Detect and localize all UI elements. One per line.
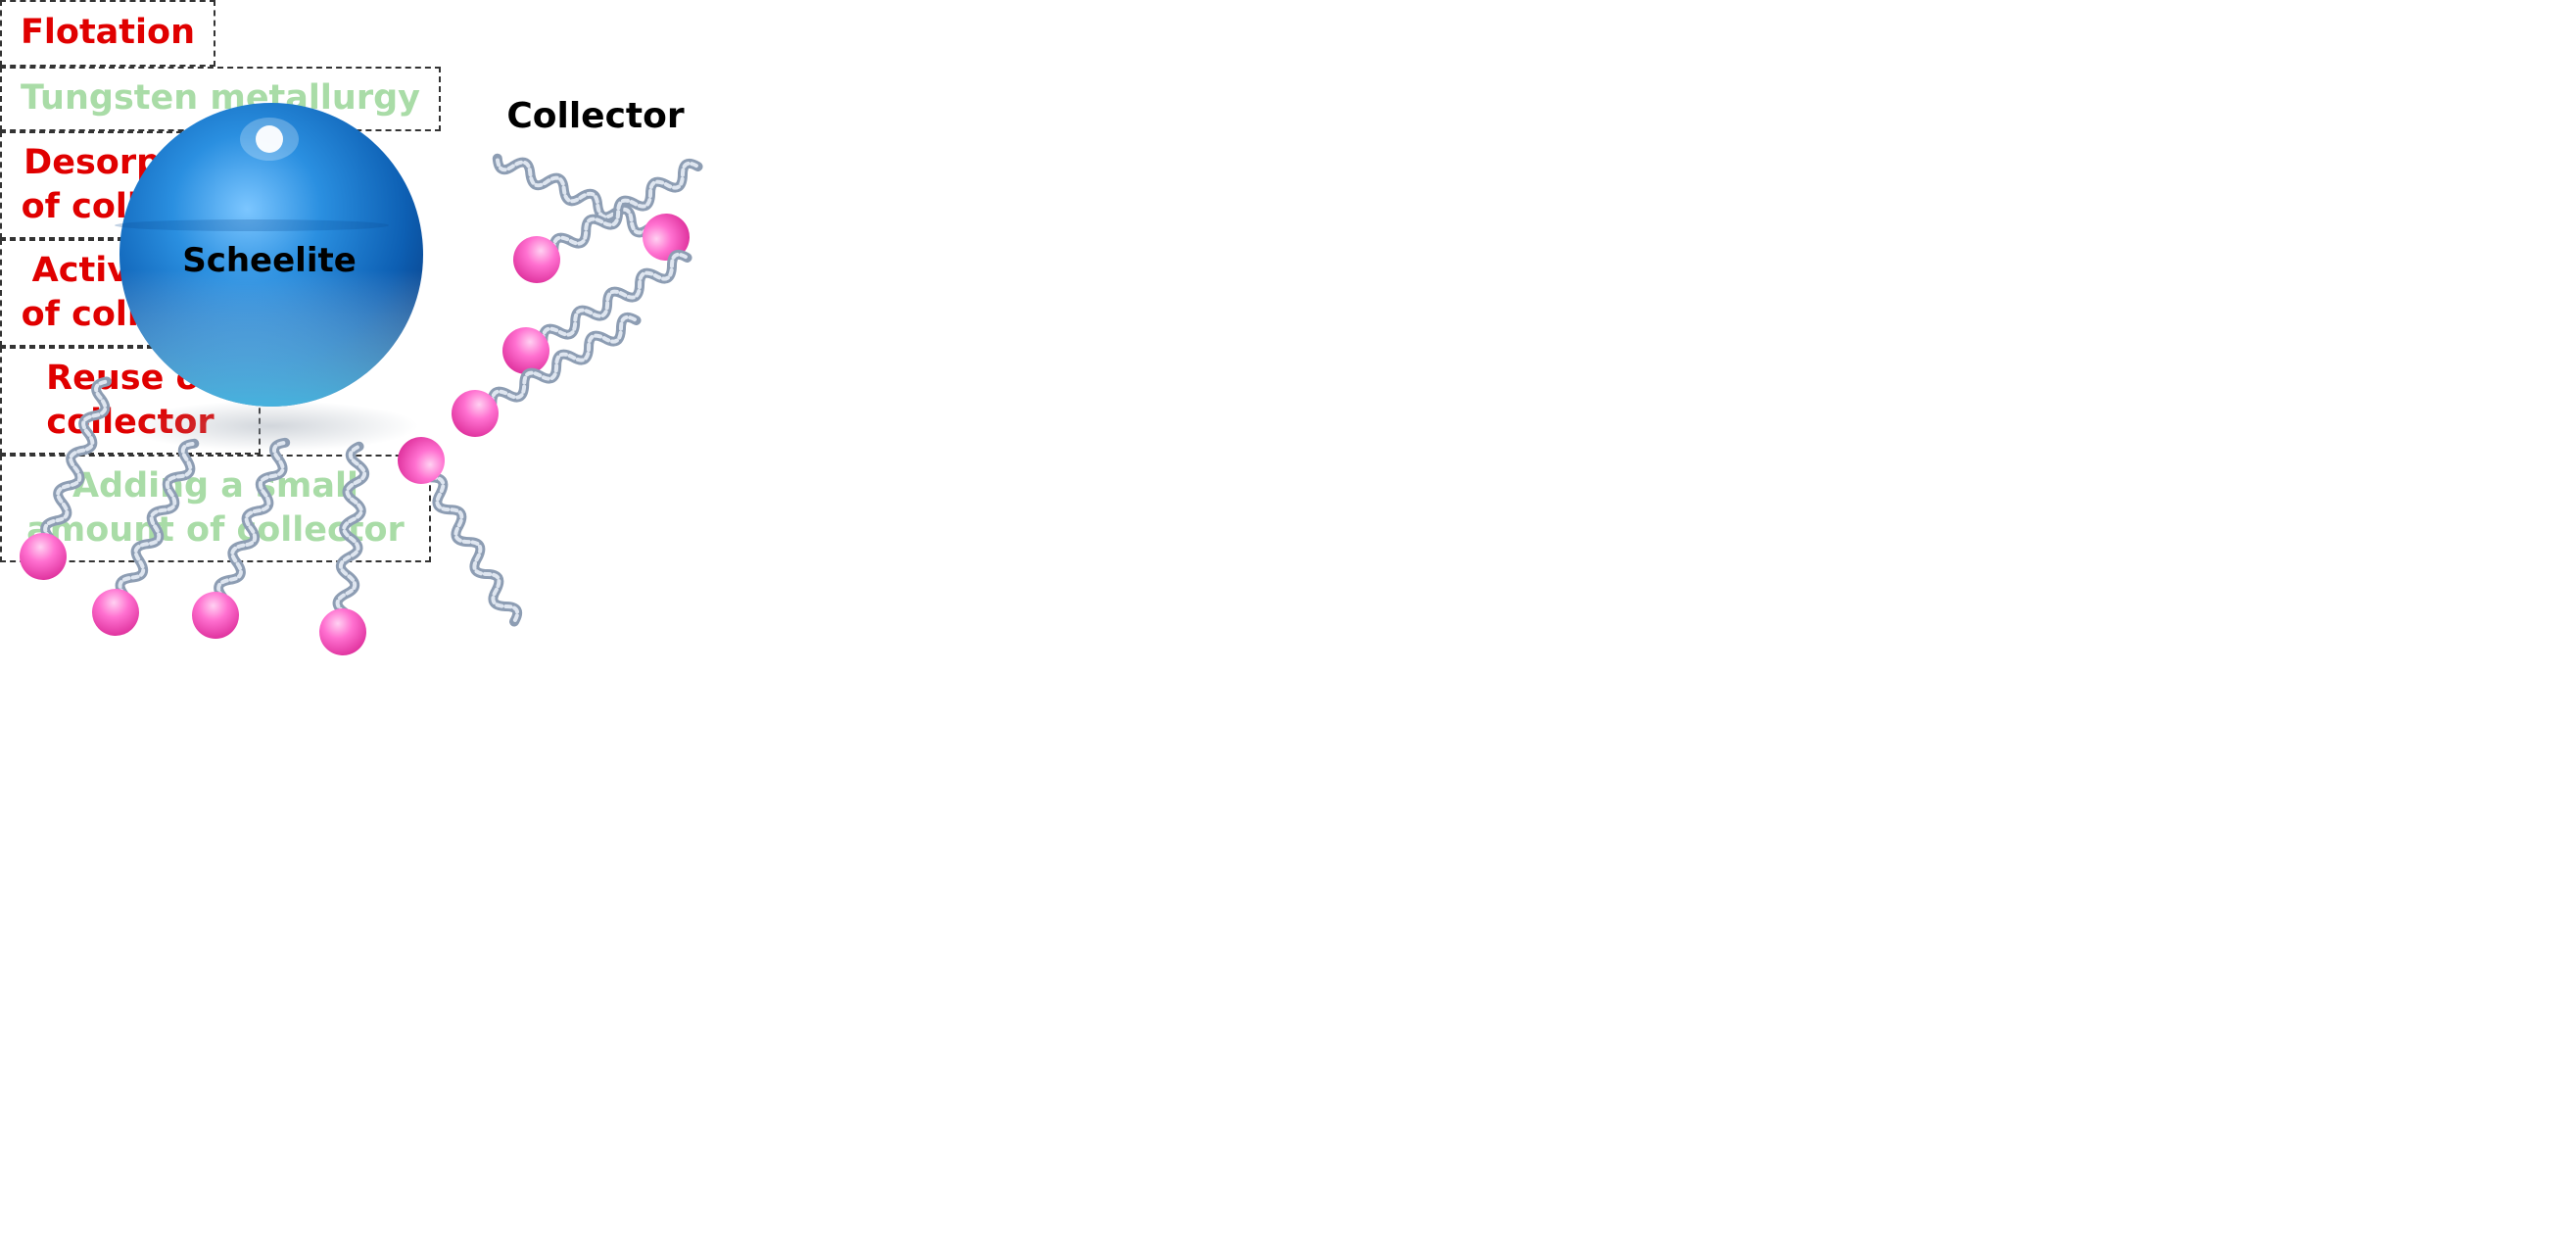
- scheelite-label: Scheelite: [182, 241, 357, 280]
- adding-label-line1: Adding a small: [72, 465, 359, 506]
- flotation-label: Flotation: [0, 0, 215, 67]
- collector-label: Collector: [506, 96, 685, 136]
